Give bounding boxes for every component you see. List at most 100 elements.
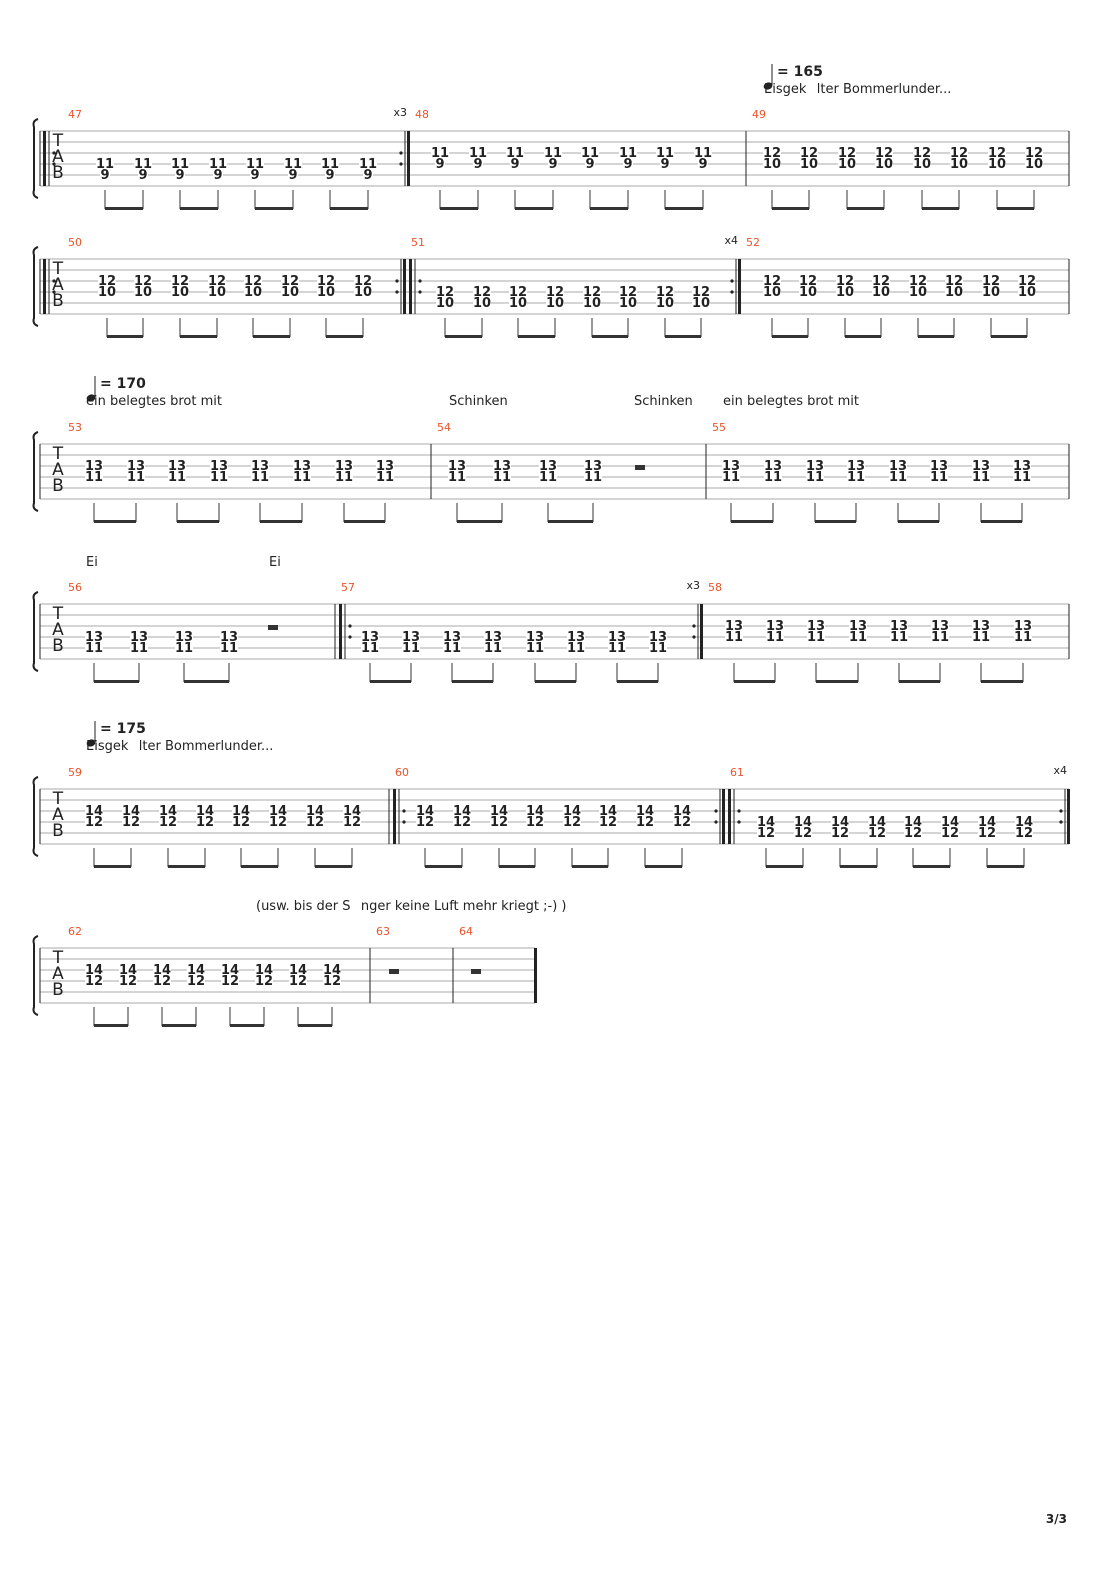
fret-number-high: 12 — [1025, 146, 1043, 161]
repeat-dot — [714, 809, 718, 813]
fret-number-high: 13 — [168, 459, 186, 474]
tab-clef-b: B — [52, 980, 64, 1000]
fret-number-low: 11 — [443, 641, 461, 656]
fret-number-low: 10 — [1018, 285, 1036, 300]
fret-number-low: 11 — [168, 470, 186, 485]
fret-number-low: 10 — [838, 157, 856, 172]
beam — [253, 335, 290, 338]
fret-mask — [585, 158, 595, 169]
fret-number-low: 12 — [232, 815, 250, 830]
fret-mask — [836, 275, 854, 286]
fret-number-low: 10 — [913, 157, 931, 172]
fret-number-low: 11 — [293, 470, 311, 485]
fret-mask — [127, 460, 145, 471]
fret-mask — [208, 275, 226, 286]
repeat-end-thick-bar — [722, 789, 725, 844]
fret-mask — [868, 816, 886, 827]
fret-number-low: 9 — [585, 157, 594, 172]
quarter-note-icon — [86, 739, 96, 747]
fret-number-high: 14 — [289, 963, 307, 978]
fret-number-low: 10 — [354, 285, 372, 300]
measure-number: 54 — [437, 421, 451, 434]
beam — [177, 520, 219, 523]
fret-number-low: 11 — [584, 470, 602, 485]
repeat-start-thick-bar — [409, 259, 412, 314]
fret-mask — [539, 471, 557, 482]
fret-mask — [972, 460, 990, 471]
beam — [918, 335, 954, 338]
fret-mask — [85, 642, 103, 653]
fret-mask — [636, 805, 654, 816]
beam — [94, 865, 131, 868]
fret-mask — [343, 816, 361, 827]
fret-mask — [269, 805, 287, 816]
fret-number-high: 14 — [673, 804, 691, 819]
repeat-dot — [395, 279, 399, 283]
fret-number-low: 12 — [196, 815, 214, 830]
fret-number-high: 14 — [757, 815, 775, 830]
fret-mask — [649, 631, 667, 642]
page-number: 3/3 — [1046, 1512, 1067, 1526]
fret-mask — [281, 286, 299, 297]
fret-mask — [335, 471, 353, 482]
fret-number-high: 12 — [950, 146, 968, 161]
fret-number-high: 13 — [484, 630, 502, 645]
fret-mask — [98, 275, 116, 286]
fret-number-high: 13 — [493, 459, 511, 474]
beam — [766, 865, 803, 868]
beam — [645, 865, 682, 868]
beam — [168, 865, 205, 868]
tab-clef-a: A — [52, 964, 64, 984]
fret-mask — [849, 620, 867, 631]
tab-clef-b: B — [52, 636, 64, 656]
fret-mask — [982, 275, 1000, 286]
fret-mask — [122, 805, 140, 816]
fret-number-high: 12 — [473, 285, 491, 300]
fret-number-low: 10 — [583, 296, 601, 311]
measure-number: 57 — [341, 581, 355, 594]
fret-number-low: 9 — [288, 168, 297, 183]
fret-number-high: 14 — [196, 804, 214, 819]
beam — [816, 680, 858, 683]
tab-clef-a: A — [52, 805, 64, 825]
fret-number-high: 14 — [453, 804, 471, 819]
fret-mask — [722, 471, 740, 482]
fret-number-high: 14 — [159, 804, 177, 819]
fret-mask — [526, 631, 544, 642]
fret-mask — [402, 642, 420, 653]
fret-mask — [544, 147, 562, 158]
fret-number-low: 9 — [510, 157, 519, 172]
beam — [326, 335, 363, 338]
fret-number-high: 13 — [210, 459, 228, 474]
fret-number-high: 13 — [972, 459, 990, 474]
beam — [499, 865, 535, 868]
beam — [922, 207, 959, 210]
beam — [440, 207, 478, 210]
beam — [981, 680, 1023, 683]
fret-mask — [972, 471, 990, 482]
fret-number-low: 11 — [493, 470, 511, 485]
repeat-dot — [52, 290, 56, 294]
fret-number-high: 11 — [469, 146, 487, 161]
fret-mask — [187, 975, 205, 986]
fret-mask — [1018, 275, 1036, 286]
beam — [734, 680, 775, 683]
fret-mask — [416, 805, 434, 816]
fret-number-low: 11 — [807, 630, 825, 645]
fret-mask — [490, 805, 508, 816]
fret-mask — [836, 286, 854, 297]
fret-mask — [85, 471, 103, 482]
fret-number-high: 14 — [1015, 815, 1033, 830]
fret-mask — [453, 816, 471, 827]
system-bracket — [32, 935, 39, 1016]
beam — [445, 335, 482, 338]
lyric-text: ein belegtes brot mit — [723, 394, 859, 409]
fret-number-high: 13 — [972, 619, 990, 634]
fret-mask — [725, 631, 743, 642]
fret-number-high: 12 — [171, 274, 189, 289]
repeat-dot — [348, 624, 352, 628]
fret-number-low: 11 — [764, 470, 782, 485]
beam — [815, 520, 856, 523]
fret-mask — [763, 158, 781, 169]
fret-number-low: 10 — [619, 296, 637, 311]
